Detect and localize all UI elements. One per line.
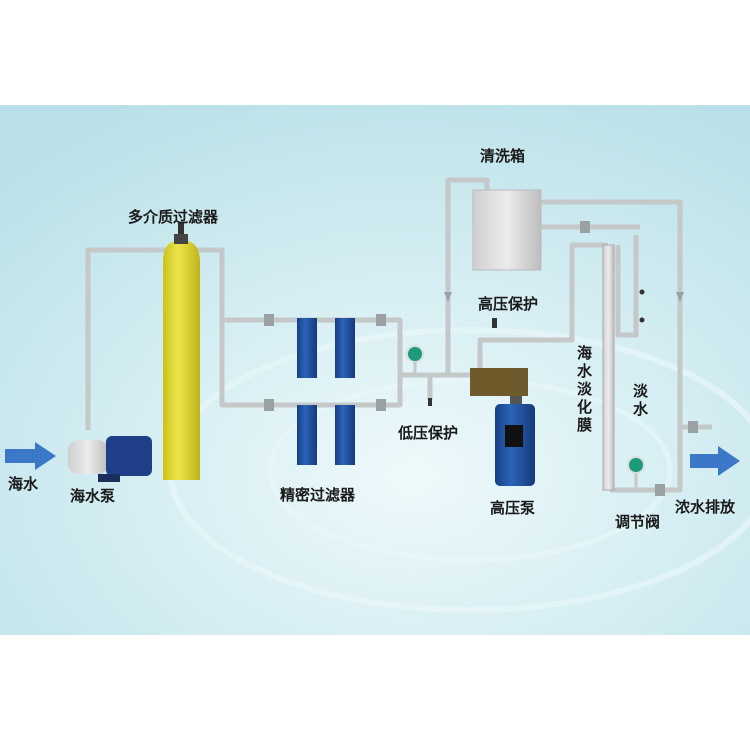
label-regulating-valve: 调节阀 (615, 513, 661, 531)
label-concentrate-discharge: 浓水排放 (675, 498, 736, 516)
cleaning-tank (472, 189, 542, 271)
outlet-arrow-icon (690, 446, 740, 476)
inlet-arrow-icon (5, 442, 56, 470)
label-seawater-inlet: 海水 (8, 475, 39, 493)
label-high-pressure-pump: 高压泵 (490, 499, 536, 517)
label-high-pressure-protection: 高压保护 (478, 295, 539, 313)
label-low-pressure-protection: 低压保护 (398, 424, 459, 442)
pipes (85, 177, 712, 493)
label-desalination-membrane: 海水淡化膜 (575, 345, 593, 435)
label-seawater-pump: 海水泵 (70, 487, 116, 505)
seawater-pump (68, 436, 152, 482)
pressure-gauges (406, 345, 645, 490)
valves (264, 221, 698, 496)
desalination-membrane (602, 244, 615, 491)
high-pressure-pump (470, 368, 535, 486)
label-multimedia-filter: 多介质过滤器 (128, 208, 219, 226)
precision-filters (297, 318, 355, 465)
multimedia-filter-tank (163, 222, 200, 480)
label-precision-filter: 精密过滤器 (280, 486, 356, 504)
label-fresh-water: 淡水 (631, 383, 649, 419)
water-background (0, 105, 750, 635)
label-cleaning-tank: 清洗箱 (480, 147, 526, 165)
